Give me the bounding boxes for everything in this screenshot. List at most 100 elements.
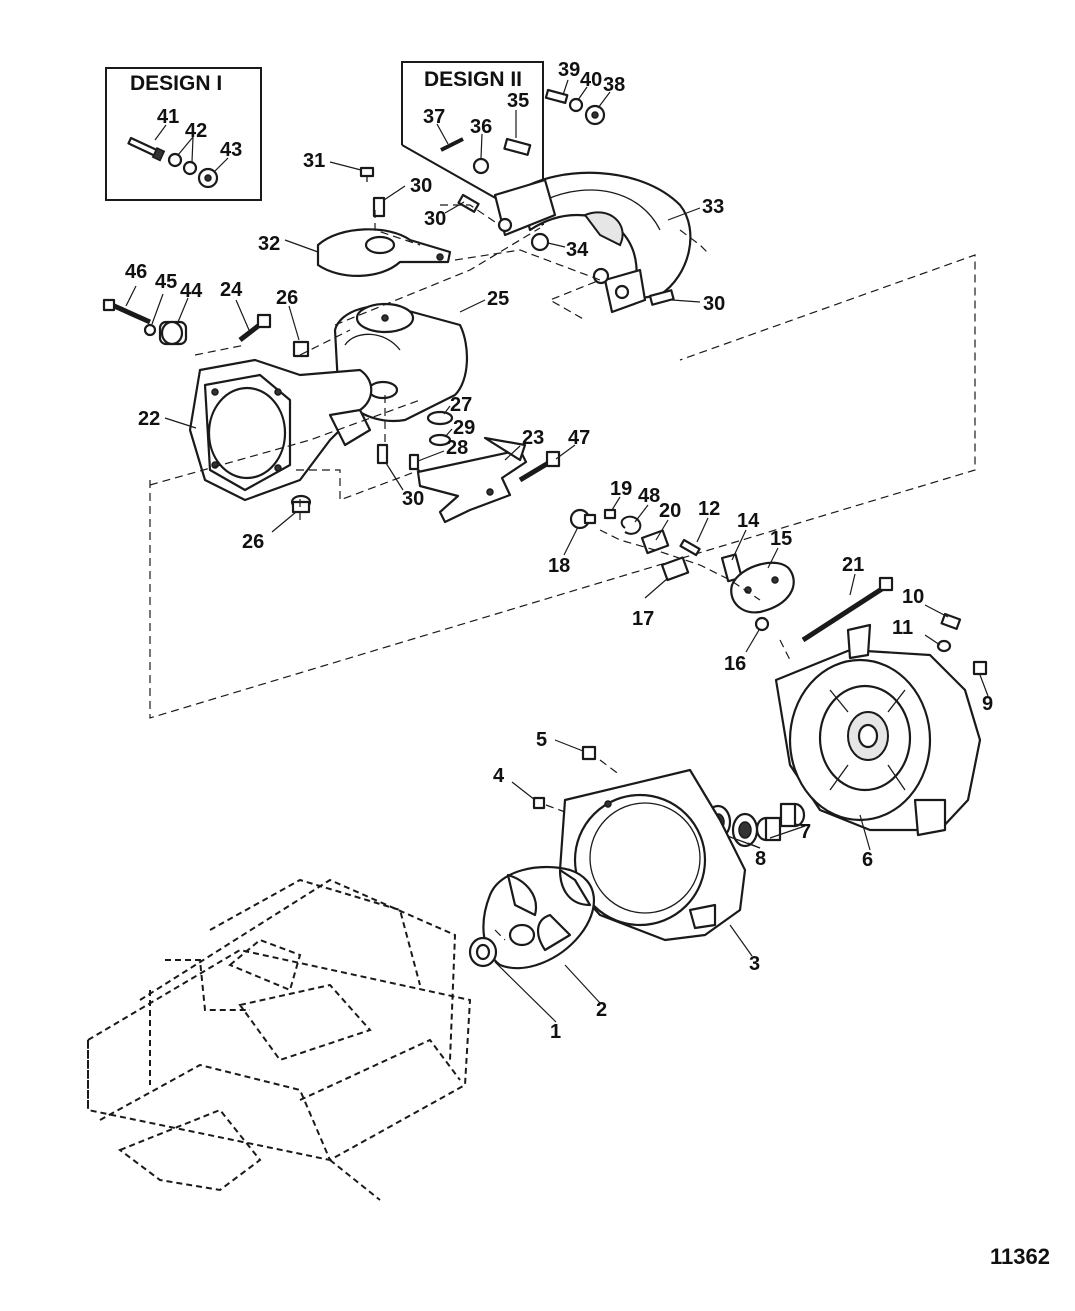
callout-2: 2 <box>596 999 607 1021</box>
callout-19: 19 <box>610 478 632 500</box>
callout-30c: 30 <box>703 293 725 315</box>
callout-38: 38 <box>603 74 625 96</box>
design-ii-inset: DESIGN II <box>401 61 544 226</box>
callout-39: 39 <box>558 59 580 81</box>
washer-27 <box>426 410 454 426</box>
callout-46: 46 <box>125 261 147 283</box>
callout-14: 14 <box>737 510 760 532</box>
callout-27: 27 <box>450 394 472 416</box>
stud-21 <box>801 573 894 643</box>
plug-5 <box>554 739 597 761</box>
callout-31: 31 <box>303 150 325 172</box>
callout-labels: 41 42 43 39 40 38 35 37 36 31 30 30 33 3… <box>125 59 1050 1269</box>
callout-5: 5 <box>536 729 547 751</box>
design-i-inset: DESIGN I <box>105 67 262 201</box>
callout-25: 25 <box>487 288 509 310</box>
callout-8: 8 <box>755 848 766 870</box>
callout-10: 10 <box>902 586 924 608</box>
impeller-2 <box>482 866 601 1004</box>
plug-26-lower <box>271 494 312 533</box>
callout-22: 22 <box>138 408 160 430</box>
steering-lever-32 <box>284 228 452 277</box>
callout-44: 44 <box>180 280 203 302</box>
callout-34: 34 <box>566 239 589 261</box>
fitting-4 <box>511 781 546 810</box>
callout-18: 18 <box>548 555 570 577</box>
callout-28: 28 <box>446 437 468 459</box>
callout-41: 41 <box>157 106 179 128</box>
washer-11 <box>924 634 952 653</box>
washer-45 <box>143 323 157 337</box>
plug-26-upper <box>288 305 310 358</box>
callout-1: 1 <box>550 1021 561 1043</box>
bolt-47 <box>518 444 576 483</box>
stud-30-lower <box>376 443 389 465</box>
engine-phantom <box>87 878 472 1201</box>
bumper-44 <box>158 297 189 346</box>
callout-3: 3 <box>749 953 760 975</box>
assembly-lines <box>149 204 976 941</box>
bolt-46 <box>102 285 152 325</box>
callout-36: 36 <box>470 116 492 138</box>
callout-35: 35 <box>507 90 529 112</box>
bushing-34b <box>592 267 610 285</box>
bracket-23 <box>416 436 528 524</box>
callout-11: 11 <box>892 617 913 639</box>
screw-28 <box>408 453 420 471</box>
clip-48 <box>620 504 649 535</box>
bracket-14 <box>720 529 747 583</box>
callout-15: 15 <box>770 528 792 550</box>
screw-30-upper <box>444 193 480 214</box>
callout-30b: 30 <box>424 208 446 230</box>
washer-29 <box>428 433 452 447</box>
design-i-title: DESIGN I <box>130 72 222 95</box>
screw-31 <box>329 161 375 182</box>
callout-6: 6 <box>862 849 873 871</box>
bolt-24 <box>235 299 272 342</box>
callout-47: 47 <box>568 427 590 449</box>
screw-30-right <box>648 289 701 306</box>
callout-45: 45 <box>155 271 177 293</box>
bracket-17 <box>644 556 690 599</box>
figure-number: 11362 <box>990 1244 1050 1269</box>
callout-7: 7 <box>800 821 811 843</box>
callout-24: 24 <box>220 279 243 301</box>
callout-9: 9 <box>982 693 993 715</box>
callout-43: 43 <box>220 139 242 161</box>
callout-17: 17 <box>632 608 654 630</box>
nut-16 <box>745 616 770 653</box>
design-ii-title: DESIGN II <box>424 68 522 91</box>
impeller-housing-3 <box>558 768 753 957</box>
pump-housing-6 <box>774 623 982 851</box>
hardware-top-right <box>544 79 611 126</box>
bushing-34 <box>530 232 550 252</box>
callout-37: 37 <box>423 106 445 128</box>
bushing-7 <box>755 802 806 842</box>
callout-20: 20 <box>659 500 681 522</box>
washer-1 <box>468 936 557 1023</box>
fitting-19 <box>603 496 621 520</box>
stud-30-top <box>372 185 406 218</box>
washer-42b <box>182 160 198 176</box>
callout-12: 12 <box>698 498 720 520</box>
callout-48: 48 <box>638 485 660 507</box>
callout-26a: 26 <box>276 287 298 309</box>
callout-42: 42 <box>185 120 207 142</box>
screw-10 <box>924 604 962 630</box>
callout-23: 23 <box>522 427 544 449</box>
pump-outlet-22 <box>164 358 373 502</box>
callout-32: 32 <box>258 233 280 255</box>
callout-40: 40 <box>580 69 602 91</box>
callout-21: 21 <box>842 554 864 576</box>
callout-29: 29 <box>453 417 475 439</box>
callout-30a: 30 <box>410 175 432 197</box>
callout-16: 16 <box>724 653 746 675</box>
callout-30d: 30 <box>402 488 424 510</box>
bracket-20 <box>640 519 670 555</box>
plug-9 <box>972 660 989 697</box>
fitting-18 <box>563 508 597 556</box>
screw-12 <box>679 517 709 557</box>
callout-26b: 26 <box>242 531 264 553</box>
reverse-gate-33 <box>493 171 701 314</box>
washer-42a <box>167 152 183 168</box>
